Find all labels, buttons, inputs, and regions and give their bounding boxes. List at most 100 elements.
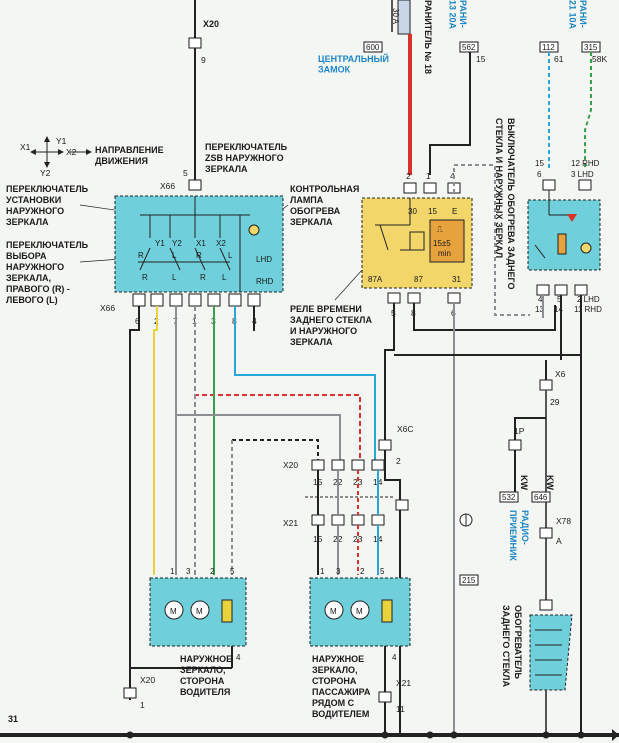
- label-112: 112: [542, 43, 555, 52]
- svg-text:X20: X20: [140, 675, 155, 685]
- svg-text:X2: X2: [216, 239, 226, 248]
- svg-text:156: 156: [535, 159, 544, 179]
- motor-icon: [190, 600, 210, 620]
- wire-green-dashed: [584, 52, 592, 170]
- svg-text:1: 1: [192, 316, 197, 326]
- svg-text:X78: X78: [556, 516, 571, 526]
- label-58k: 58K: [592, 54, 607, 64]
- svg-text:15: 15: [428, 207, 437, 216]
- svg-text:KW: KW: [545, 475, 555, 490]
- label-heat-switch-2: СТЕКЛА И НАРУЖНЫХ ЗЕРКАЛ: [494, 118, 504, 258]
- label-562: 562: [462, 43, 476, 52]
- heater-element-icon: [381, 599, 393, 623]
- label-pin9: 9: [201, 55, 206, 65]
- fuse-18: [397, 0, 411, 35]
- svg-text:X1: X1: [20, 142, 31, 152]
- direction-cross-icon: [30, 136, 64, 168]
- label-600: 600: [366, 43, 380, 52]
- wire-cyan: [234, 306, 376, 460]
- svg-text:X1: X1: [196, 239, 206, 248]
- svg-text:R: R: [200, 273, 206, 282]
- heater-switch-internals: [534, 190, 570, 259]
- svg-text:11: 11: [396, 704, 405, 714]
- svg-text:L: L: [172, 251, 177, 260]
- label-15-top: 15: [476, 54, 486, 64]
- svg-text:4: 4: [392, 653, 397, 662]
- relay-contacts: [375, 198, 425, 251]
- svg-text:X66: X66: [160, 181, 175, 191]
- svg-text:31: 31: [8, 714, 18, 724]
- svg-text:5: 5: [230, 567, 235, 576]
- relay-timer-block: [429, 219, 465, 263]
- svg-text:1: 1: [426, 171, 431, 181]
- svg-text:R: R: [196, 251, 202, 260]
- wire-fuse13: [429, 52, 471, 175]
- x20-mid-pins: [311, 459, 385, 471]
- svg-text:29: 29: [550, 397, 560, 407]
- svg-text:5: 5: [183, 168, 188, 178]
- svg-text:1: 1: [140, 700, 145, 710]
- svg-text:R: R: [142, 273, 148, 282]
- svg-text:⎍: ⎍: [437, 225, 443, 234]
- svg-text:L: L: [172, 273, 177, 282]
- label-radio: РАДИО-: [520, 510, 530, 545]
- svg-text:1: 1: [170, 567, 175, 576]
- lamp-icon: [248, 224, 260, 236]
- svg-text:ПРИЕМНИК: ПРИЕМНИК: [508, 510, 518, 561]
- svg-text:2: 2: [210, 567, 215, 576]
- svg-text:1: 1: [320, 567, 325, 576]
- label-fuse-amp: 30 A: [391, 8, 400, 25]
- label-61: 61: [554, 54, 564, 64]
- svg-text:Y1: Y1: [155, 239, 165, 248]
- svg-text:215: 215: [462, 576, 476, 585]
- connector-x20-top: [188, 37, 202, 49]
- svg-text:5: 5: [380, 567, 385, 576]
- label-fuse21: РАНИ-21 10A: [568, 0, 588, 30]
- svg-text:30: 30: [408, 207, 417, 216]
- svg-text:A: A: [556, 536, 562, 546]
- svg-text:3: 3: [336, 567, 341, 576]
- svg-text:R: R: [138, 251, 144, 260]
- svg-text:KW: KW: [519, 475, 529, 490]
- svg-text:M: M: [330, 607, 337, 616]
- svg-text:23: 23: [353, 477, 363, 487]
- svg-text:L: L: [222, 273, 227, 282]
- svg-text:Y2: Y2: [172, 239, 182, 248]
- svg-text:M: M: [196, 607, 203, 616]
- svg-text:X6: X6: [555, 369, 566, 379]
- label-315: 315: [584, 43, 598, 52]
- svg-text:X21: X21: [396, 678, 411, 688]
- label-x20-top: X20: [203, 19, 219, 29]
- svg-text:1P: 1P: [514, 426, 525, 436]
- heater-element-icon: [221, 599, 233, 623]
- label-rear-heater-1: ОБОГРЕВАТЕЛЬ: [513, 605, 523, 679]
- svg-text:3: 3: [186, 567, 191, 576]
- svg-text:Y1: Y1: [56, 136, 67, 146]
- svg-text:4: 4: [450, 171, 455, 181]
- svg-text:E: E: [452, 207, 457, 216]
- svg-text:646: 646: [534, 493, 548, 502]
- label-heat-switch-1: ВЫКЛЮЧАТЕЛЬ ОБОГРЕВА ЗАДНЕГО: [506, 118, 516, 289]
- label-fuse18: РАНИТЕЛЬ № 18: [423, 0, 433, 74]
- svg-text:X66: X66: [100, 303, 115, 313]
- motor-icon: [350, 600, 370, 620]
- motor-icon: [164, 600, 184, 620]
- svg-text:X21: X21: [283, 518, 298, 528]
- motor-icon: [324, 600, 344, 620]
- rear-heater-icon: [529, 614, 573, 691]
- wire-grey-h: [176, 414, 341, 460]
- svg-text:RHD: RHD: [256, 277, 274, 286]
